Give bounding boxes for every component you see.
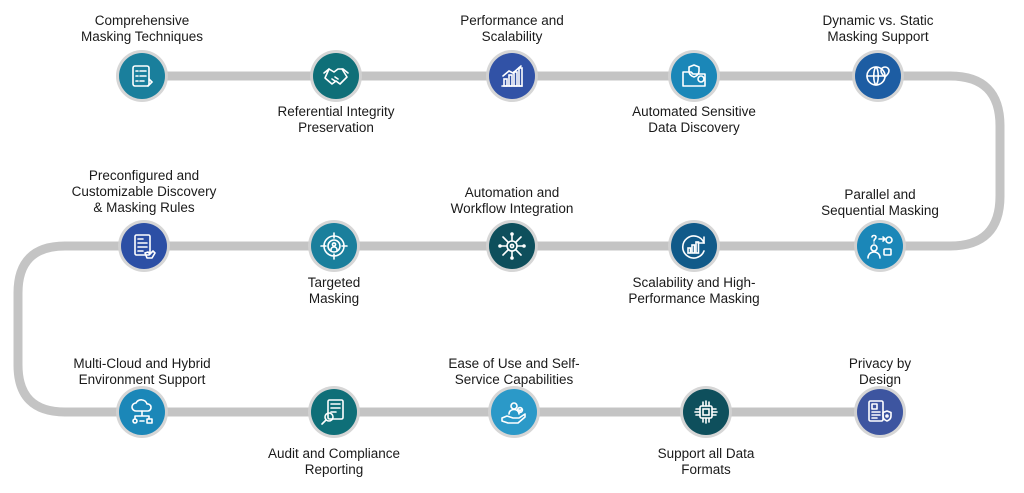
feature-label: Dynamic vs. Static Masking Support: [822, 13, 934, 44]
target-people-icon: [320, 232, 348, 260]
report-search-icon: [321, 399, 344, 425]
hand-user-icon: [501, 402, 526, 424]
data-chip-icon: [694, 400, 718, 424]
growth-circle-icon: [682, 235, 705, 259]
feature-label: Comprehensive Masking Techniques: [80, 13, 204, 44]
globe-pin-icon: [866, 66, 890, 86]
feature-label: Audit and Compliance Reporting: [267, 446, 401, 477]
globe-pin-node: [855, 53, 901, 99]
cloud-network-icon: [131, 399, 153, 424]
shield-folder-node: [671, 53, 717, 99]
hand-user-node: [491, 389, 537, 435]
feature-label: Parallel and Sequential Masking: [821, 187, 939, 218]
feature-label: Performance and Scalability: [460, 13, 564, 44]
feature-label: Scalability and High- Performance Maskin…: [628, 275, 760, 306]
feature-label: Privacy by Design: [848, 356, 912, 387]
handshake-icon: [323, 68, 349, 85]
feature-label: Multi-Cloud and Hybrid Environment Suppo…: [73, 356, 211, 387]
data-chip-node: [683, 389, 729, 435]
cloud-network-node: [119, 389, 165, 435]
document-hand-icon: [134, 234, 156, 259]
person-process-icon: [867, 234, 893, 259]
report-search-node: [311, 389, 357, 435]
checklist-node: [119, 53, 165, 99]
checklist-icon: [132, 65, 154, 87]
feature-label: Referential Integrity Preservation: [277, 104, 395, 135]
feature-label: Targeted Masking: [307, 275, 361, 306]
feature-label: Ease of Use and Self- Service Capabiliti…: [448, 356, 580, 387]
privacy-doc-node: [857, 389, 903, 435]
bar-chart-icon: [501, 65, 523, 87]
feature-label: Support all Data Formats: [657, 446, 755, 477]
growth-circle-node: [671, 223, 717, 269]
handshake-node: [313, 53, 359, 99]
feature-label: Preconfigured and Customizable Discovery…: [71, 168, 217, 215]
circuit-gear-icon: [498, 232, 526, 260]
circuit-gear-node: [489, 223, 535, 269]
privacy-doc-icon: [868, 400, 892, 422]
bar-chart-node: [489, 53, 535, 99]
feature-label: Automation and Workflow Integration: [450, 185, 574, 216]
person-process-node: [857, 223, 903, 269]
target-people-node: [311, 223, 357, 269]
shield-folder-icon: [682, 64, 706, 87]
feature-label: Automated Sensitive Data Discovery: [632, 104, 756, 135]
document-hand-node: [121, 223, 167, 269]
